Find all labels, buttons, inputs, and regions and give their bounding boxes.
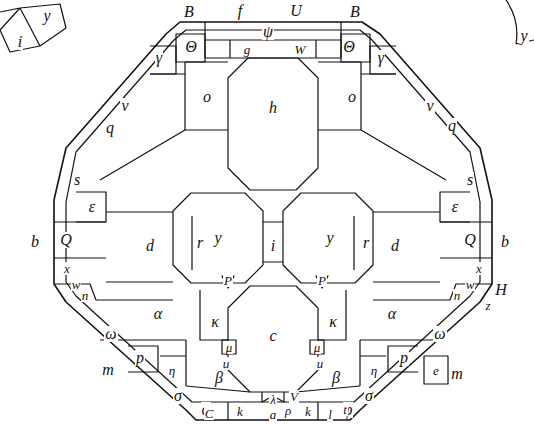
- face-letter: q: [105, 120, 115, 136]
- face-letter: l: [327, 408, 333, 421]
- face-letter: H: [494, 282, 508, 298]
- face-letter: a: [269, 408, 278, 421]
- face-letter: h: [268, 100, 278, 116]
- face-letter: p: [399, 350, 409, 366]
- face-letter: Q: [59, 232, 73, 248]
- face-letter: w: [465, 278, 476, 291]
- face-letter: ρ: [284, 404, 292, 417]
- face-letter: m: [450, 366, 464, 382]
- face-letter: d: [145, 238, 155, 254]
- face-letter: η: [370, 364, 378, 377]
- face-letter: μ: [225, 341, 234, 354]
- face-letter: y: [325, 230, 334, 246]
- face-letter: ω: [104, 326, 117, 342]
- face-letter: n: [453, 289, 462, 302]
- face-letter: k: [236, 405, 244, 418]
- face-letter: ω: [433, 326, 446, 342]
- face-letter: o: [347, 89, 357, 105]
- face-letter: ψ: [262, 24, 274, 40]
- face-letter: r: [362, 235, 370, 251]
- face-letter: P: [317, 274, 327, 287]
- face-letter: i: [17, 34, 23, 50]
- face-letter: ε: [88, 199, 96, 215]
- face-letter: q: [447, 118, 457, 134]
- face-letter: c: [268, 328, 277, 344]
- face-letter: μ: [313, 341, 322, 354]
- face-letter: W: [294, 43, 307, 56]
- face-letter: σ: [173, 388, 183, 404]
- face-letter: Θ: [184, 39, 198, 55]
- face-letter: r: [196, 235, 204, 251]
- face-letter: α: [153, 306, 163, 322]
- face-letter: f: [237, 3, 243, 19]
- face-letter: k: [304, 405, 312, 418]
- face-letter: g: [243, 43, 252, 56]
- face-letter: γ: [377, 50, 385, 66]
- face-letter: Θ: [342, 39, 356, 55]
- face-letter: η: [168, 364, 176, 377]
- face-letter: t: [342, 403, 348, 416]
- face-letter: β: [214, 370, 224, 386]
- face-letter: B: [349, 4, 361, 20]
- face-letter: ν: [120, 98, 129, 114]
- face-letter: x: [475, 262, 483, 275]
- face-letter: U: [289, 3, 303, 19]
- face-letter: b: [500, 234, 510, 250]
- face-letter: κ: [210, 314, 220, 330]
- face-letter: γ: [155, 50, 163, 66]
- face-letter: e: [432, 364, 440, 377]
- face-letter: σ: [364, 388, 374, 404]
- face-letter: B: [183, 4, 195, 20]
- face-letter: s: [466, 172, 474, 188]
- face-letter: β: [331, 370, 341, 386]
- face-letter: ν: [425, 98, 434, 114]
- face-letter: V: [289, 390, 299, 403]
- face-letter: x: [63, 262, 71, 275]
- face-letter: i: [270, 238, 276, 254]
- face-letter: y: [213, 230, 222, 246]
- face-letter: y: [42, 8, 51, 24]
- face-letter: ε: [451, 199, 459, 215]
- face-letter: Q: [463, 232, 477, 248]
- face-letter: P: [223, 274, 233, 287]
- face-letter: C: [204, 407, 215, 420]
- face-letter: λ: [269, 393, 277, 406]
- face-letter: w: [71, 278, 82, 291]
- face-letter: s: [73, 172, 81, 188]
- face-letter: κ: [328, 314, 338, 330]
- face-letter: d: [390, 238, 400, 254]
- face-letter: z: [484, 299, 491, 312]
- face-letter: α: [387, 306, 397, 322]
- face-letter: m: [101, 362, 115, 378]
- face-letter: y: [519, 28, 528, 44]
- face-letter: u: [316, 357, 325, 370]
- face-letter: n: [81, 289, 90, 302]
- face-letter: p: [135, 350, 145, 366]
- face-letter: o: [202, 89, 212, 105]
- face-letter: b: [30, 234, 40, 250]
- face-letter: u: [222, 357, 231, 370]
